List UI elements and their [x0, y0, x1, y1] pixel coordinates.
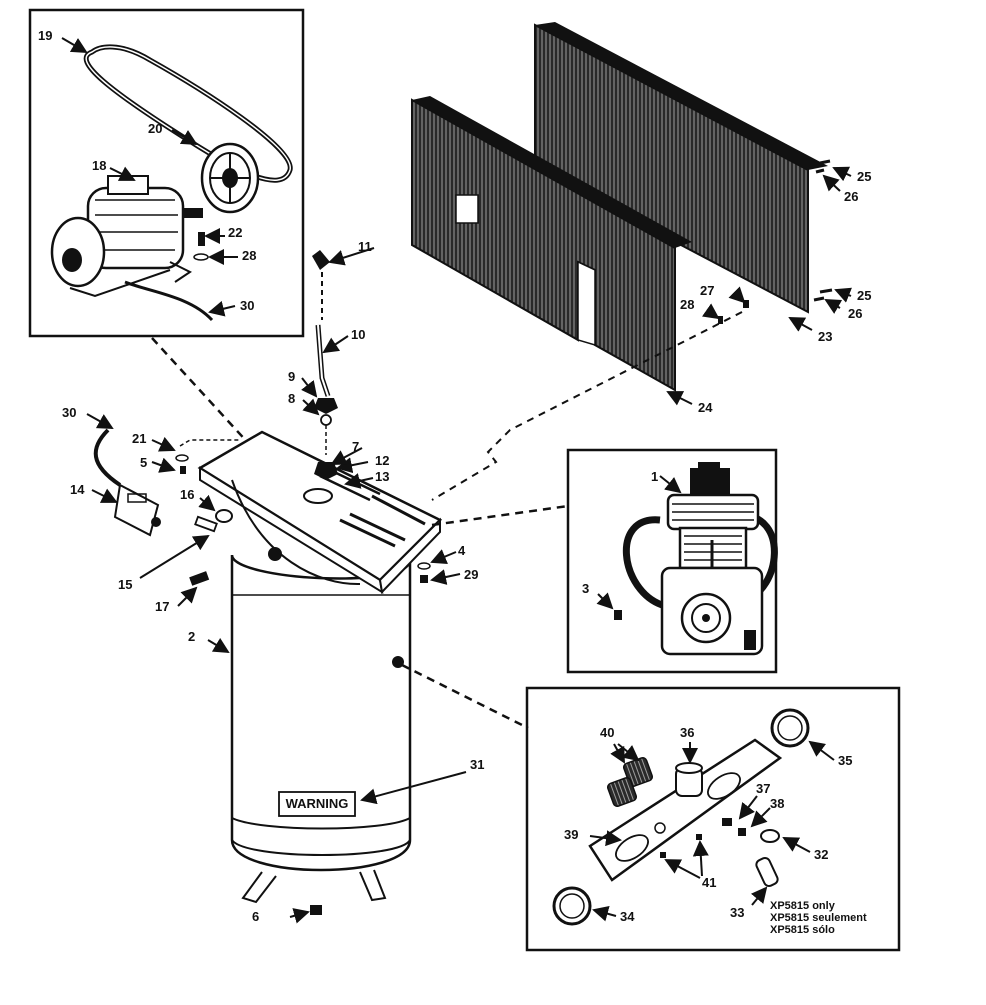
discharge-tube-assembly [312, 250, 338, 480]
callout-16: 16 [180, 487, 195, 502]
callout-25a: 25 [857, 169, 872, 184]
callout-31: 31 [470, 757, 485, 772]
callout-17: 17 [155, 599, 170, 614]
model-note-line2: XP5815 seulement [770, 912, 867, 924]
model-note: XP5815 only XP5815 seulement XP5815 sólo [770, 900, 867, 936]
model-note-line1: XP5815 only [770, 900, 835, 912]
callout-40: 40 [600, 725, 615, 740]
callout-14: 14 [70, 482, 85, 497]
callout-27: 27 [700, 283, 715, 298]
callout-8: 8 [288, 391, 296, 406]
callout-22: 22 [228, 225, 243, 240]
callout-26b: 26 [848, 306, 863, 321]
callout-37: 37 [756, 781, 771, 796]
callout-23: 23 [818, 329, 833, 344]
callout-28a: 28 [242, 248, 257, 263]
callout-34: 34 [620, 909, 635, 924]
callout-15: 15 [118, 577, 133, 592]
callout-36: 36 [680, 725, 695, 740]
callout-32: 32 [814, 847, 829, 862]
callout-29: 29 [464, 567, 479, 582]
electric-motor [50, 175, 203, 298]
callout-39: 39 [564, 827, 579, 842]
belt [83, 44, 293, 183]
callout-24: 24 [698, 400, 713, 415]
pump-saddle-plate [197, 430, 443, 595]
callout-30a: 30 [240, 298, 255, 313]
callout-2: 2 [188, 629, 196, 644]
callout-41: 41 [702, 875, 717, 890]
guard-fasteners [718, 159, 833, 324]
callout-30b: 30 [62, 405, 77, 420]
motor-pulley [200, 142, 260, 214]
callout-19: 19 [38, 28, 53, 43]
callout-35: 35 [838, 753, 853, 768]
callout-10: 10 [351, 327, 366, 342]
pump-inset [566, 448, 778, 674]
callout-13: 13 [375, 469, 390, 484]
model-note-line3: XP5815 sólo [770, 924, 835, 936]
callout-3: 3 [582, 581, 590, 596]
motor-inset [28, 8, 305, 338]
callout-11: 11 [358, 239, 372, 254]
callout-1: 1 [651, 469, 659, 484]
callout-21: 21 [132, 431, 147, 446]
tank-warning-label: WARNING [285, 796, 349, 811]
pressure-switch [93, 428, 161, 537]
callout-7: 7 [352, 439, 360, 454]
callout-12: 12 [375, 453, 390, 468]
callout-28b: 28 [680, 297, 695, 312]
air-tank [230, 547, 412, 924]
belt-guard [411, 22, 828, 392]
callout-6: 6 [252, 909, 260, 924]
callout-33: 33 [730, 905, 745, 920]
warning-label-frame [278, 791, 356, 817]
callout-25b: 25 [857, 288, 872, 303]
motor-cord [124, 280, 214, 322]
callout-5: 5 [140, 455, 148, 470]
callout-4: 4 [458, 543, 466, 558]
callout-9: 9 [288, 369, 296, 384]
callout-18: 18 [92, 158, 107, 173]
manifold-inset [525, 686, 901, 952]
callout-38: 38 [770, 796, 785, 811]
callout-20: 20 [148, 121, 163, 136]
callout-26a: 26 [844, 189, 859, 204]
